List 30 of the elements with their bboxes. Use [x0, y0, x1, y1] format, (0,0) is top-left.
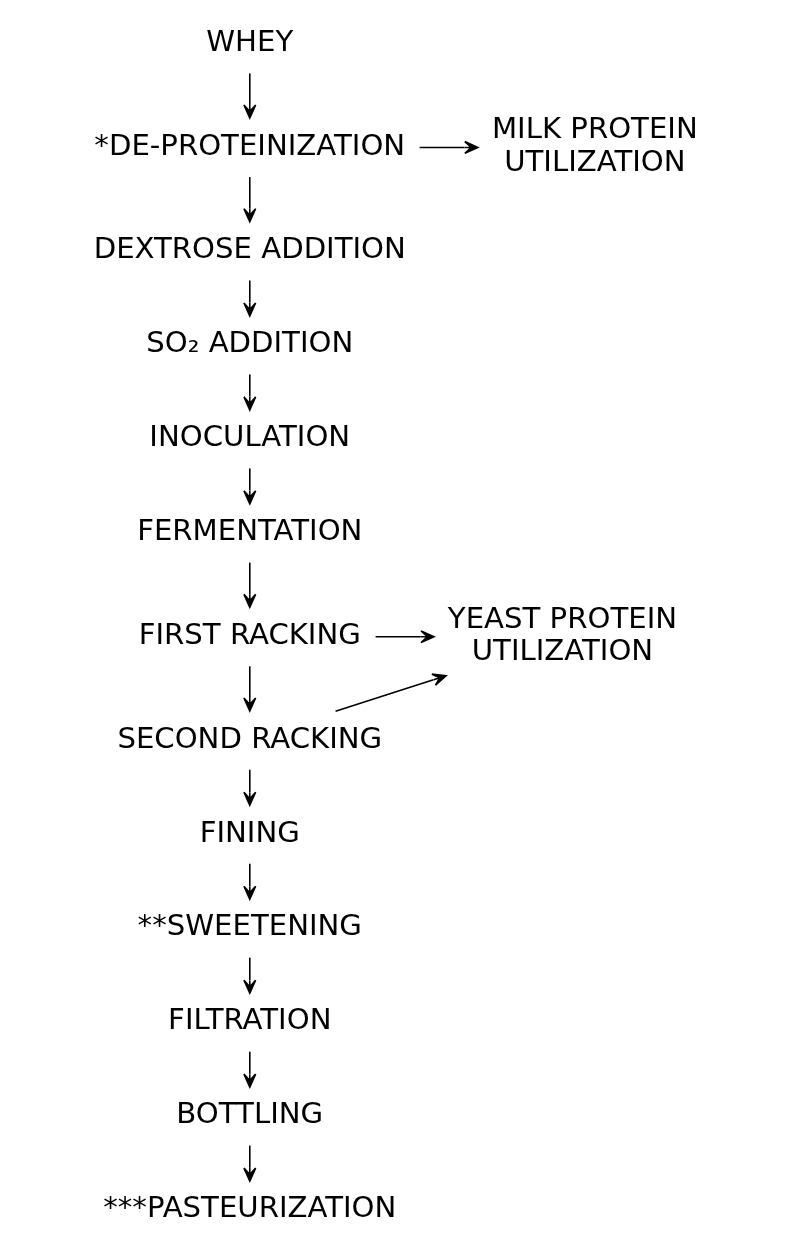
- arrow: [242, 72, 256, 119]
- arrow: [242, 1144, 256, 1182]
- node-text: **SWEETENING: [137, 908, 362, 943]
- node-text: FIRST RACKING: [138, 616, 361, 651]
- arrow: [374, 630, 435, 644]
- arrow: [242, 176, 256, 223]
- arrow: [242, 561, 256, 609]
- node-text: *DE-PROTEINIZATION: [93, 127, 405, 162]
- node-text: FINING: [199, 814, 300, 849]
- arrow: [242, 373, 256, 411]
- node-text: DEXTROSE ADDITION: [93, 231, 406, 266]
- arrow: [242, 467, 256, 505]
- arrow: [242, 279, 256, 317]
- node-text: MILK PROTEIN UTILIZATION: [491, 111, 698, 178]
- node-text: FILTRATION: [167, 1002, 331, 1037]
- node-text: SO₂ ADDITION: [145, 325, 353, 360]
- arrow: [242, 768, 256, 806]
- arrow: [242, 665, 256, 712]
- node-text: YEAST PROTEIN UTILIZATION: [447, 600, 677, 668]
- arrow: [242, 1050, 256, 1088]
- arrow: [418, 140, 479, 155]
- node-text: ***PASTEURIZATION: [102, 1190, 396, 1225]
- node-text: FERMENTATION: [136, 513, 362, 548]
- arrow: [242, 956, 256, 994]
- node-text: SECOND RACKING: [116, 720, 382, 755]
- arrow: [334, 673, 447, 713]
- node-text: INOCULATION: [148, 419, 350, 454]
- arrow: [242, 862, 256, 900]
- node-text: BOTTLING: [175, 1096, 323, 1131]
- node-text: WHEY: [205, 23, 293, 58]
